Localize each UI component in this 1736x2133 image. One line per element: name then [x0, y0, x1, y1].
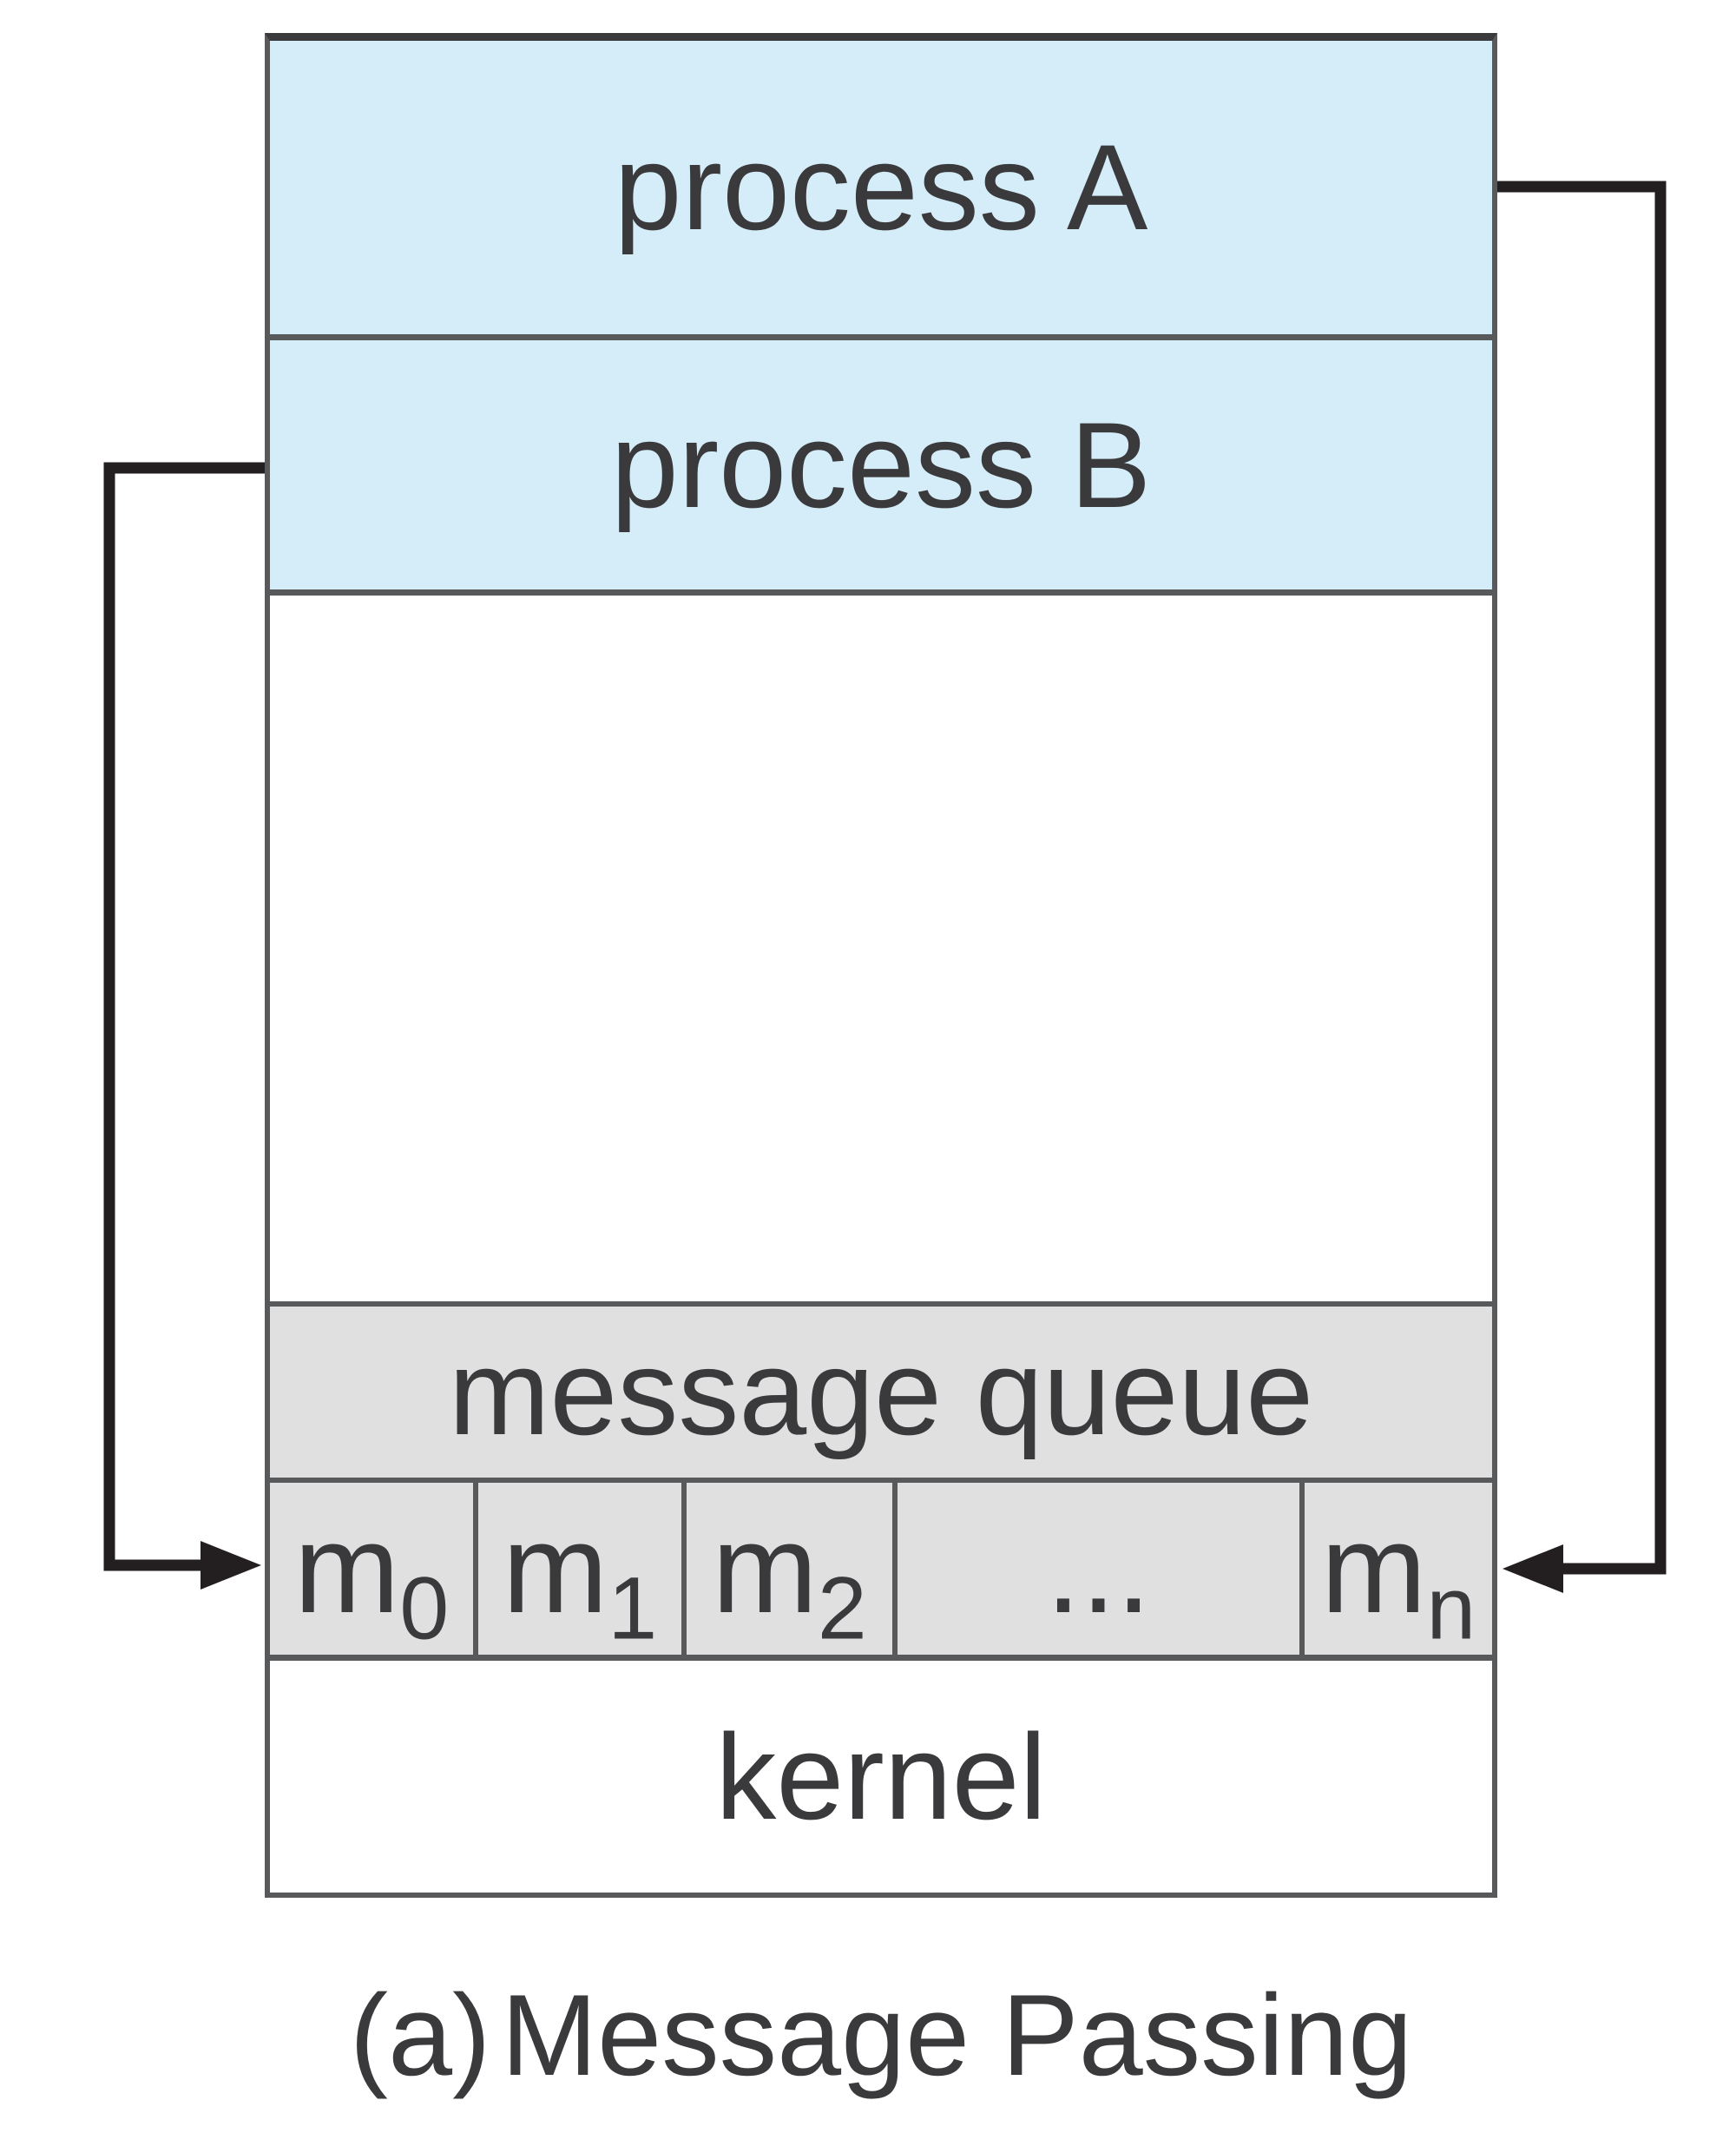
process-b-label: process B	[610, 396, 1152, 533]
process-b-section: process B	[270, 340, 1492, 596]
arrowhead-into-m0-icon	[201, 1541, 261, 1590]
arrow-process-b-to-queue	[103, 462, 265, 1571]
process-a-label: process A	[614, 119, 1148, 255]
figure-caption: (a)Message Passing	[265, 1964, 1497, 2108]
message-cell-mn-label: mn	[1320, 1498, 1476, 1658]
ipc-shared-box: process A process B message queue m0 m1 …	[265, 33, 1497, 1898]
message-cell-m1: m1	[473, 1483, 681, 1655]
message-queue-label: message queue	[448, 1323, 1314, 1460]
message-cell-m1-label: m1	[502, 1498, 658, 1658]
message-cell-mn: mn	[1299, 1483, 1492, 1655]
message-cell-m2-label: m2	[712, 1498, 867, 1658]
arrowhead-into-mn-icon	[1503, 1544, 1563, 1593]
arrow-process-a-to-queue	[1497, 181, 1667, 1575]
message-cell-m2: m2	[681, 1483, 892, 1655]
message-queue-band: message queue	[270, 1301, 1492, 1483]
caption-title: Message Passing	[501, 1972, 1413, 2100]
empty-middle-region	[270, 596, 1492, 1301]
message-cell-ellipsis: ...	[892, 1483, 1299, 1655]
kernel-section: kernel	[270, 1661, 1492, 1893]
kernel-label: kernel	[715, 1708, 1047, 1845]
ellipsis-label: ...	[1045, 1498, 1152, 1639]
message-cell-m0-label: m0	[293, 1498, 450, 1658]
process-a-section: process A	[270, 41, 1492, 340]
message-cell-m0: m0	[270, 1483, 473, 1655]
message-cells-row: m0 m1 m2 ... mn	[270, 1483, 1492, 1661]
caption-index: (a)	[349, 1972, 491, 2100]
